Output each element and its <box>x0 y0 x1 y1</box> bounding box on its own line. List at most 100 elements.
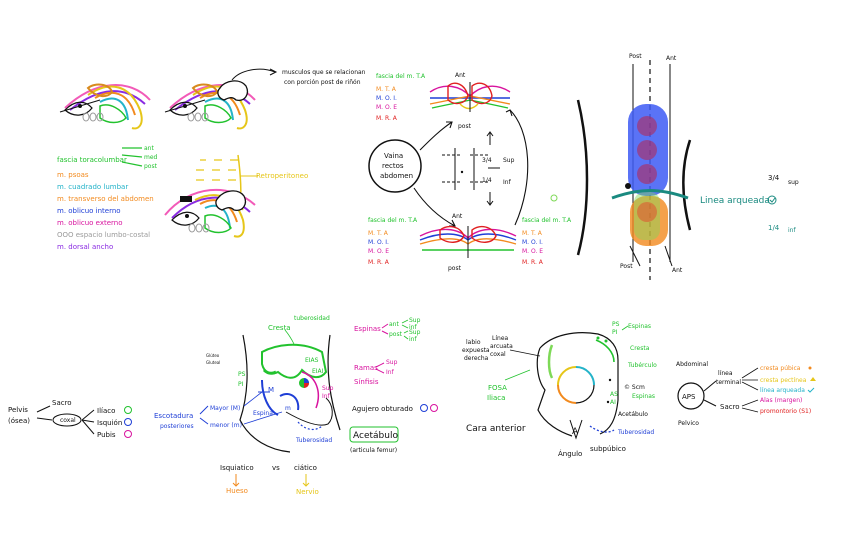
bone-2: Pubis <box>97 431 116 439</box>
fascia-med: med <box>144 154 158 161</box>
rectus-post-bottom: post <box>448 265 462 272</box>
hip-pi: PI <box>238 381 244 388</box>
sheath-column <box>576 60 692 280</box>
aps-pelvica: Pelvico <box>678 420 699 427</box>
legend-item-2: m. cuadrado lumbar <box>57 183 128 191</box>
front-scm: © Scm <box>624 384 645 391</box>
bone-1: Isquión <box>97 419 122 427</box>
hip-tuberosidad2: Tuberosidad <box>295 437 332 444</box>
hip-agujero: Agujero obturado <box>352 405 413 413</box>
hip-post: post <box>389 331 403 338</box>
sheath-ant-bottom: Ant <box>672 267 683 274</box>
sheath-frac-inf: 1/4 <box>768 224 780 232</box>
aps-abdominal: Abdominal <box>676 361 708 368</box>
pelvis-coxal: coxal <box>60 417 76 424</box>
hip-bone-lateral <box>239 334 341 453</box>
rectus-br-3: M. O. E <box>522 248 543 255</box>
hip-escotaduras-1: posteriores <box>160 423 194 430</box>
hip-sinfisis: Sínfisis <box>354 378 379 386</box>
check-icon-obturado-1 <box>420 404 428 412</box>
acetabulo-box <box>349 426 399 443</box>
front-labio-0: labio <box>466 339 481 346</box>
rectus-br-0: fascia del m. T.A <box>522 217 572 224</box>
linea-check-icon <box>767 195 777 205</box>
aps-check-icon <box>807 387 815 393</box>
pelvis-label: Pelvis <box>8 406 28 414</box>
front-espinas: Espinas <box>628 323 651 330</box>
hip-eiai: EIAI <box>312 368 324 375</box>
aps-dot-0 <box>808 366 812 370</box>
rectus-top-3: M. O. E <box>376 104 397 111</box>
lumbar-diagram-1 <box>59 83 151 130</box>
rectus-bl-4: M. R. A <box>368 259 390 266</box>
front-cresta: Cresta <box>630 345 650 352</box>
rectus-post-top: post <box>458 123 472 130</box>
front-cara: Cara anterior <box>466 424 526 434</box>
legend-item-0: fascia toracolumbar <box>57 156 127 164</box>
sheath-post-bottom: Post <box>620 263 633 270</box>
hip-inf-b: inf <box>409 336 417 343</box>
hip-gluteal-0: Glúteo <box>206 353 220 358</box>
hip-cresta: Cresta <box>268 324 291 332</box>
aps-circle <box>677 382 705 410</box>
hip-ramas: Ramas <box>354 364 378 372</box>
check-icon-isquion <box>124 418 132 426</box>
front-labio-5: coxal <box>490 351 506 358</box>
vaina-circle <box>368 121 456 227</box>
vaina-line-0: Vaina <box>384 152 403 160</box>
hip-espina: Espina <box>253 410 273 417</box>
front-fosa-0: FOSA <box>488 384 507 392</box>
aps-item-2: línea arqueada <box>760 387 805 394</box>
rectus-sup: Sup <box>503 157 515 164</box>
aps-item-3: Alas (margen) <box>760 397 802 404</box>
front-subpubico: subpúbico <box>590 445 626 453</box>
hip-mayor: Mayor (M) <box>210 405 240 412</box>
aps-linea-terminal-0: línea <box>718 370 733 377</box>
front-A: A <box>572 427 579 437</box>
aps-item-4: promontorio (S1) <box>760 408 811 415</box>
rectus-bl-2: M. O. I. <box>368 239 389 246</box>
rectus-top-1: M. T. A <box>376 86 397 93</box>
rectus-ant-top: Ant <box>455 72 466 79</box>
hip-menor: menor (m) <box>210 422 242 429</box>
hip-articula: (articula femur) <box>350 447 397 454</box>
hip-sup-b: Sup <box>409 329 421 336</box>
check-icon-iliaco <box>124 406 132 414</box>
rectus-bl-1: M. T. A <box>368 230 389 237</box>
front-tuberosidad: Tuberosidad <box>617 429 654 436</box>
aps-triangle-icon <box>810 377 816 381</box>
pelvis-sacro: Sacro <box>52 399 72 407</box>
front-labio-2: expuesta <box>462 347 490 354</box>
hip-inf-a: inf <box>409 324 417 331</box>
rectus-inf: Inf <box>503 179 512 186</box>
check-icon-obturado-2 <box>430 404 438 412</box>
rectus-top-0: fascia del m. T.A <box>376 73 426 80</box>
retroperitoneo-label: Retroperitoneo <box>256 172 308 180</box>
sheath-ant-top: Ant <box>666 55 677 62</box>
check-icon-pubis <box>124 430 132 438</box>
legend-item-4: m. oblicuo interno <box>57 207 121 215</box>
rectus-bottom-drawing <box>419 225 517 258</box>
front-as: AS <box>610 391 618 398</box>
front-acetabulo: Acetábulo <box>618 411 648 418</box>
hip-acetabulo: Acetábulo <box>353 431 398 441</box>
rectus-top-2: M. O. I. <box>376 95 397 102</box>
kidney-muscles-note-1: musculos que se relacionan <box>282 69 366 76</box>
rectus-top-drawing <box>429 82 511 112</box>
hip-sup-c: Sup <box>386 359 398 366</box>
rectus-legend-bottom-left: fascia del m. T.A M. T. A M. O. I. M. O.… <box>368 217 418 266</box>
hip-ciatico: ciático <box>294 464 317 472</box>
hip-sup: Sup <box>322 385 334 392</box>
hip-nervio: Nervio <box>296 488 319 496</box>
bone-0: Ilíaco <box>97 407 115 415</box>
fascia-ant: ant <box>144 145 154 152</box>
sheath-frac-sup: 3/4 <box>768 174 780 182</box>
sheath-post-top: Post <box>629 53 642 60</box>
front-labio-3: arcuata <box>490 343 513 350</box>
aps-label: APS <box>682 393 696 401</box>
rectus-sup-frac: 3/4 <box>482 157 492 164</box>
fascia-bracket: ant med post <box>121 145 158 170</box>
kidney-muscles-note-2: con porción post de riñón <box>284 79 361 86</box>
aps-sacro: Sacro <box>720 403 740 411</box>
